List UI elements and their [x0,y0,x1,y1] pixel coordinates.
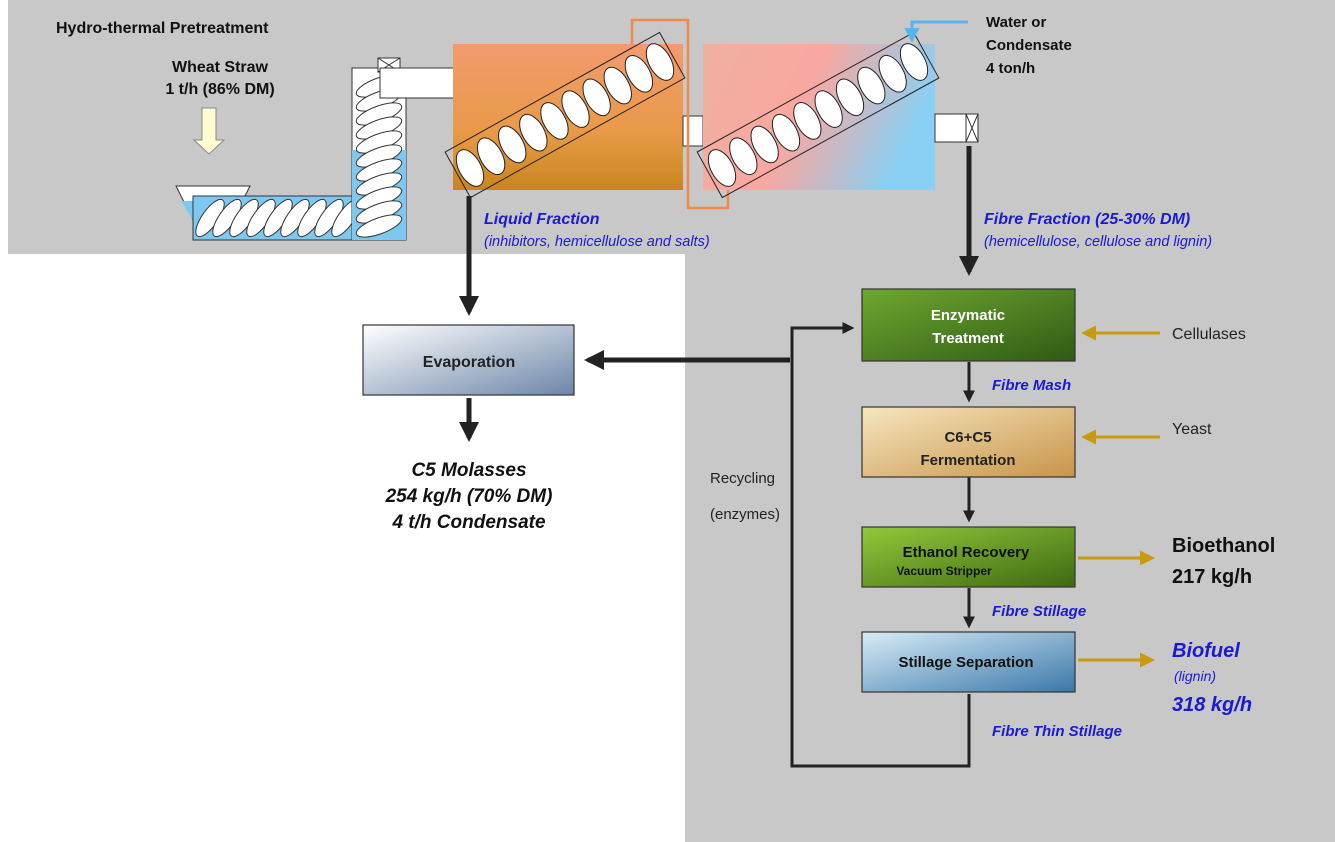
screw-flight [793,102,822,140]
screw-flight [498,125,527,164]
evaporation-box [362,324,575,396]
screw-flight [476,137,506,175]
input-arrows [1078,325,1160,668]
recovery-label-1: Ethanol Recovery [903,544,1030,561]
screw-flight [814,90,843,128]
process-line [790,322,975,768]
fibre-fraction-title: Fibre Fraction (25-30% DM) [984,211,1190,228]
fermentation-box [861,406,1076,478]
separation-label: Stillage Separation [898,654,1033,671]
separation-box [861,631,1076,693]
recycling-label-1: Recycling [710,470,775,487]
screw-flight [857,66,886,105]
flow-arrows [459,146,979,442]
reactor-2 [696,31,979,199]
molasses-label: C5 Molasses [411,460,526,481]
recycling-label-2: (enzymes) [710,506,780,523]
recovery-label-2: Vacuum Stripper [896,564,992,578]
feed-name: Wheat Straw [172,59,269,76]
screw-flight [519,113,548,152]
screw-flight [561,90,590,128]
screw-housing [444,31,686,199]
recovery-box [861,526,1076,588]
biofuel-label: Biofuel [1172,640,1240,662]
vertical-screw [351,57,455,241]
thin-stillage-label: Fibre Thin Stillage [992,723,1122,740]
reactor-1 [444,31,704,199]
screw-flight [540,102,569,140]
molasses-rate: 254 kg/h (70% DM) [385,486,553,507]
screw-flight [899,43,929,81]
water-label: Water or [986,14,1046,31]
water-inlet-arrow [904,20,968,43]
screw-flight [729,137,758,176]
screw-flight [355,214,403,238]
cellulases-label: Cellulases [1172,326,1246,343]
screw-flight [835,78,865,117]
screw-flight [645,43,675,81]
enzymatic-box [861,288,1076,362]
liquid-fraction-desc: (inhibitors, hemicellulose and salts) [484,234,710,250]
screw-flight [771,113,801,152]
pretreatment-title: Hydro-thermal Pretreatment [56,20,269,37]
bioethanol-label: Bioethanol [1172,535,1275,557]
screw-flight [582,78,611,117]
screw-flight [455,149,485,187]
fibre-fraction-desc: (hemicellulose, cellulose and lignin) [984,234,1212,250]
screw-flight [624,55,654,93]
enzymatic-label-1: Enzymatic [931,307,1005,324]
screw-flight [707,149,737,187]
fermentation-label-2: Fermentation [920,452,1015,469]
screw-housing [696,31,940,199]
screw-flight [750,125,779,164]
feed-rate: 1 t/h (86% DM) [165,81,274,98]
enzymatic-label-2: Treatment [932,330,1004,347]
biofuel-rate: 318 kg/h [1172,694,1252,716]
fibre-stillage-label: Fibre Stillage [992,603,1086,620]
evaporation-label: Evaporation [423,354,515,371]
fibre-mash-label: Fibre Mash [992,377,1071,394]
feed-arrow [192,107,226,155]
screw-flight [878,54,907,93]
bioethanol-rate: 217 kg/h [1172,566,1252,588]
liquid-fraction-title: Liquid Fraction [484,211,600,228]
biofuel-sub: (lignin) [1174,668,1216,684]
water-label2: Condensate [986,37,1072,54]
yeast-label: Yeast [1172,421,1212,438]
screw-flight [603,66,632,105]
fermentation-label-1: C6+C5 [944,429,991,446]
condensate-rate: 4 t/h Condensate [391,512,546,533]
water-rate: 4 ton/h [986,60,1035,77]
transfer-pipe [630,18,730,210]
